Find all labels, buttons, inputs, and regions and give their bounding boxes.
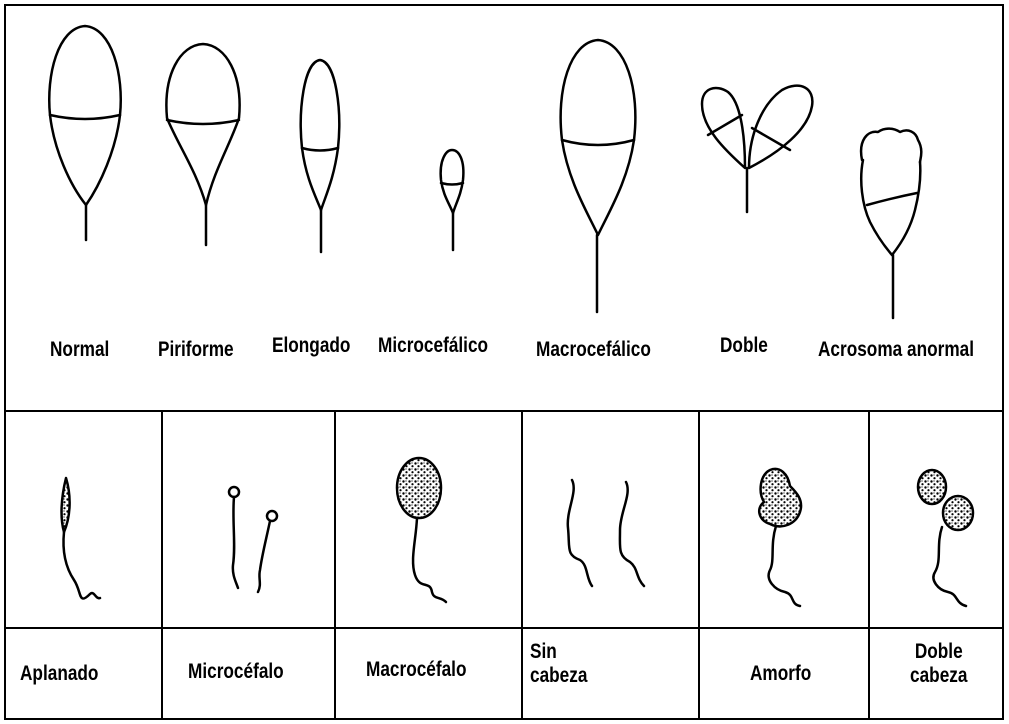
microcephalic-pair-drawing xyxy=(229,487,277,592)
label-sin-cabeza: Sin cabeza xyxy=(530,640,587,688)
label-acrosoma-anormal: Acrosoma anormal xyxy=(818,338,974,362)
label-doble-cabeza: Doble cabeza xyxy=(908,640,970,688)
normal-sperm-drawing xyxy=(49,26,121,240)
piriform-sperm-drawing xyxy=(166,44,239,245)
label-normal: Normal xyxy=(50,338,109,362)
label-piriforme: Piriforme xyxy=(158,338,234,362)
flattened-sperm-drawing xyxy=(62,478,100,599)
amorphous-sperm-drawing xyxy=(759,469,801,606)
macrocephalic-stippled-drawing xyxy=(397,458,446,602)
label-aplanado: Aplanado xyxy=(20,662,98,686)
label-doble: Doble xyxy=(720,334,768,358)
double-head-stippled-drawing xyxy=(918,470,973,606)
abnormal-acrosome-sperm-drawing xyxy=(861,129,921,318)
label-macrocefalico: Macrocefálico xyxy=(536,338,651,362)
elongated-sperm-drawing xyxy=(301,60,339,252)
double-head-sperm-drawing xyxy=(702,86,812,212)
headless-sperm-drawing xyxy=(568,480,644,586)
label-microcefalo: Microcéfalo xyxy=(188,660,284,684)
label-amorfo: Amorfo xyxy=(750,662,811,686)
label-elongado: Elongado xyxy=(272,334,350,358)
macrocephalic-sperm-drawing xyxy=(561,40,636,312)
label-microcefalico: Microcefálico xyxy=(378,334,488,358)
label-macrocefalo: Macrocéfalo xyxy=(366,658,466,682)
microcephalic-sperm-drawing xyxy=(441,150,464,250)
